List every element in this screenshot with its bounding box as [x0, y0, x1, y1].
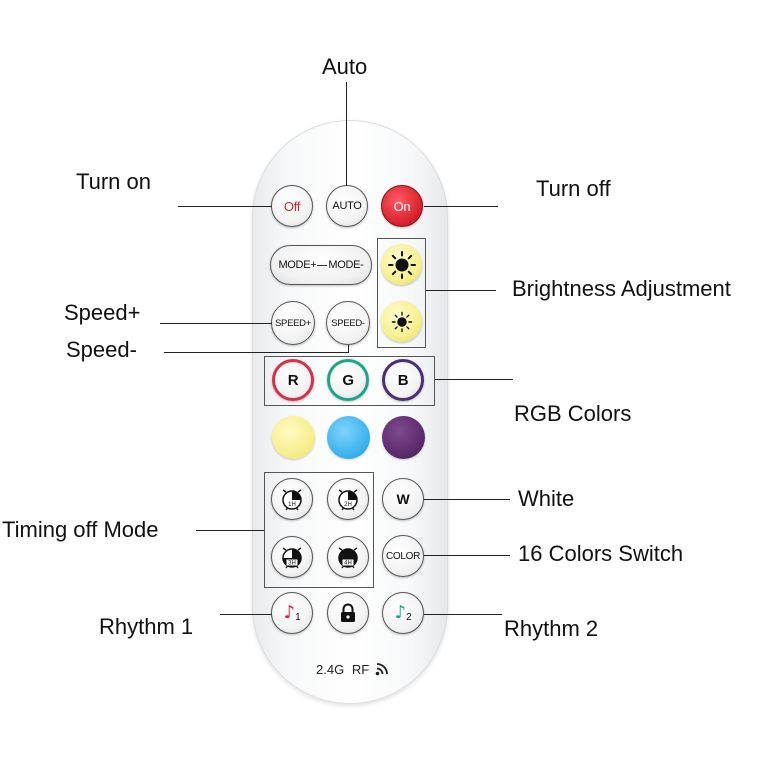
leader-rhythm-2	[424, 614, 502, 615]
white-button-label: W	[396, 491, 410, 507]
callout-brightness: Brightness Adjustment	[512, 276, 731, 301]
timer-group-frame	[264, 472, 374, 588]
speed-plus-button[interactable]: SPEED+	[271, 301, 315, 345]
callout-rhythm-1: Rhythm 1	[99, 614, 194, 639]
color-switch-label: COLOR	[385, 550, 421, 562]
music-note-teal-icon: ♪	[394, 602, 407, 623]
brightness-down-button[interactable]	[381, 301, 422, 342]
rgb-group-frame	[264, 356, 435, 406]
r-button-label: R	[287, 371, 299, 389]
callout-turn-on: Turn on	[76, 169, 152, 194]
callout-auto: Auto	[322, 54, 368, 79]
on-button[interactable]: On	[381, 185, 423, 227]
callout-timing: Timing off Mode	[2, 517, 159, 542]
leader-speed-plus	[160, 323, 272, 324]
leader-rgb	[435, 379, 513, 380]
leader-speed-minus-h	[164, 352, 349, 353]
off-button[interactable]: Off	[271, 185, 313, 227]
sky-blue-color-button[interactable]	[327, 416, 370, 459]
rhythm-2-sub: 2	[406, 611, 412, 623]
leader-speed-minus-v	[348, 345, 349, 353]
r-button[interactable]: R	[272, 359, 314, 401]
callout-turn-off: Turn off	[536, 176, 611, 201]
footer-band: 2.4G	[316, 662, 345, 677]
mode-button[interactable]: MODE+ MODE-	[270, 245, 372, 285]
leader-auto	[346, 82, 347, 186]
timer-3h-label: 3H	[288, 561, 296, 567]
rhythm-1-sub: 1	[295, 611, 301, 623]
callout-white: White	[518, 486, 575, 511]
timer-4h-label: 4H	[344, 561, 352, 567]
leader-turn-off	[424, 206, 498, 207]
off-button-label: Off	[283, 198, 301, 214]
alarm-clock-icon: 2H	[338, 489, 358, 511]
auto-button[interactable]: AUTO	[326, 185, 368, 227]
mode-plus-label: MODE+	[278, 259, 317, 271]
brightness-up-button[interactable]	[381, 244, 422, 285]
rhythm-1-button[interactable]: ♪ 1	[271, 592, 313, 634]
callout-speed-plus: Speed+	[64, 300, 141, 325]
alarm-clock-icon: 3H	[282, 547, 302, 569]
lock-button[interactable]	[327, 592, 369, 634]
wireless-signal-icon	[375, 663, 388, 676]
speed-minus-button[interactable]: SPEED-	[326, 301, 370, 345]
remote-footer: 2.4G RF	[316, 662, 391, 677]
timer-1h-button[interactable]: 1H	[271, 478, 313, 520]
leader-brightness	[426, 290, 496, 291]
speed-plus-label: SPEED+	[275, 317, 311, 329]
callout-speed-minus: Speed-	[66, 337, 137, 362]
speed-minus-label: SPEED-	[331, 317, 365, 329]
alarm-clock-icon: 4H	[338, 547, 358, 569]
mode-divider	[317, 264, 328, 266]
timer-4h-button[interactable]: 4H	[327, 536, 369, 578]
leader-timing	[196, 530, 264, 531]
sun-small-icon	[391, 311, 412, 332]
sun-large-icon	[387, 250, 416, 279]
timer-3h-button[interactable]: 3H	[271, 536, 313, 578]
footer-rf: RF	[351, 662, 370, 677]
leader-turn-on	[178, 206, 272, 207]
brightness-group-frame	[377, 238, 426, 348]
color-switch-button[interactable]: COLOR	[382, 535, 424, 577]
timer-1h-label: 1H	[288, 502, 296, 508]
b-button-label: B	[397, 371, 409, 389]
timer-2h-button[interactable]: 2H	[327, 478, 369, 520]
purple-color-button[interactable]	[382, 416, 425, 459]
lock-icon	[341, 603, 355, 622]
rhythm-2-button[interactable]: ♪ 2	[382, 592, 424, 634]
callout-colors-switch: 16 Colors Switch	[518, 541, 684, 566]
white-button[interactable]: W	[382, 478, 424, 520]
g-button-label: G	[342, 371, 354, 389]
g-button[interactable]: G	[327, 359, 369, 401]
auto-button-label: AUTO	[332, 200, 362, 212]
alarm-clock-icon: 1H	[282, 489, 302, 511]
leader-colors-switch	[424, 555, 510, 556]
yellow-color-button[interactable]	[272, 416, 315, 459]
music-note-red-icon: ♪	[283, 602, 296, 623]
leader-rhythm-1	[220, 614, 272, 615]
leader-white	[424, 499, 510, 500]
on-button-label: On	[393, 198, 411, 214]
mode-minus-label: MODE-	[328, 259, 364, 271]
callout-rhythm-2: Rhythm 2	[504, 616, 599, 641]
timer-2h-label: 2H	[344, 502, 352, 508]
b-button[interactable]: B	[382, 359, 424, 401]
callout-rgb: RGB Colors	[514, 401, 632, 426]
